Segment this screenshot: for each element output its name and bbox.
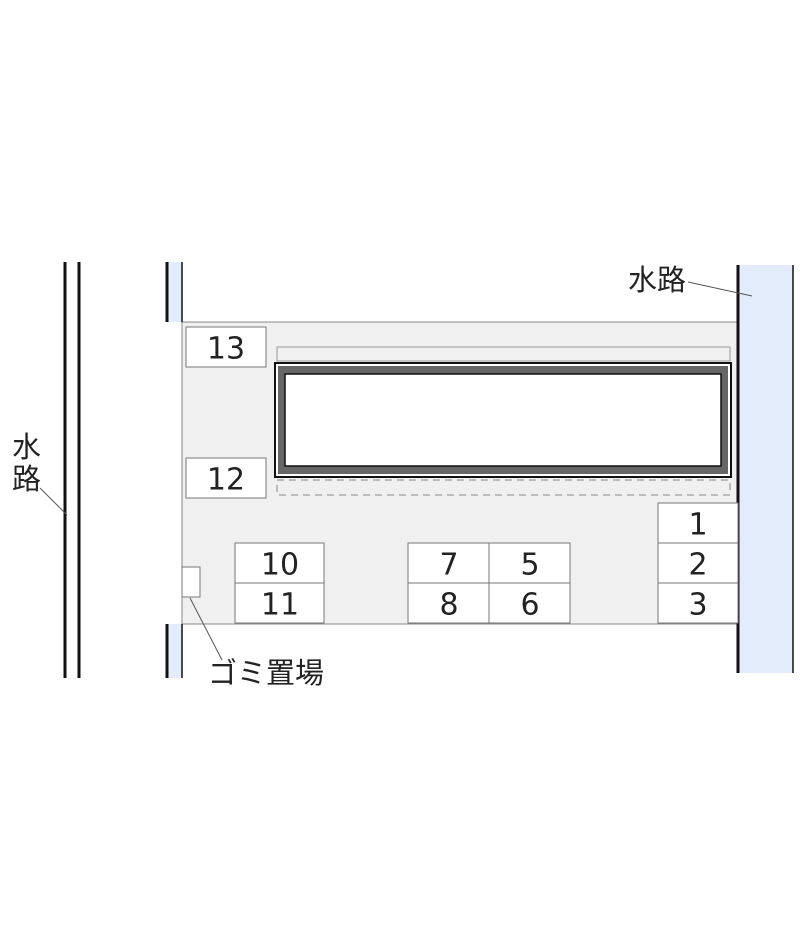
parking-space-8: 8 bbox=[407, 582, 490, 624]
parking-space-13: 13 bbox=[185, 326, 267, 368]
left-waterway-label-line2: 路 bbox=[12, 462, 41, 496]
parking-space-13-label: 13 bbox=[207, 332, 245, 367]
parking-space-12: 12 bbox=[185, 457, 267, 499]
right-waterway-leader-line bbox=[687, 281, 753, 297]
left-waterway bbox=[63, 262, 81, 678]
parking-space-8-label: 8 bbox=[439, 588, 458, 623]
garbage-area bbox=[181, 566, 201, 598]
right-waterway-label: 水路 bbox=[628, 263, 686, 297]
parking-space-7-label: 7 bbox=[439, 548, 458, 583]
right-waterway bbox=[736, 265, 794, 673]
parking-space-1-label: 1 bbox=[688, 508, 707, 543]
parking-space-6-label: 6 bbox=[520, 588, 539, 623]
parking-space-2: 2 bbox=[657, 542, 739, 584]
parking-space-12-label: 12 bbox=[207, 463, 245, 498]
parking-space-10: 10 bbox=[234, 542, 325, 584]
parking-space-5: 5 bbox=[488, 542, 571, 584]
parking-space-7: 7 bbox=[407, 542, 490, 584]
parking-space-1: 1 bbox=[657, 502, 739, 544]
left-canal-top bbox=[165, 262, 183, 322]
left-waterway-label-line1: 水 bbox=[12, 430, 41, 464]
parking-space-2-label: 2 bbox=[688, 548, 707, 583]
garbage-leader-line bbox=[189, 597, 223, 661]
garbage-area-label: ゴミ置場 bbox=[208, 656, 324, 690]
parking-space-3: 3 bbox=[657, 582, 739, 624]
parking-space-3-label: 3 bbox=[688, 588, 707, 623]
parking-space-11: 11 bbox=[234, 582, 325, 624]
parking-space-11-label: 11 bbox=[261, 588, 299, 623]
building bbox=[274, 346, 732, 496]
parking-space-5-label: 5 bbox=[520, 548, 539, 583]
parking-space-6: 6 bbox=[488, 582, 571, 624]
left-canal-bottom bbox=[165, 624, 183, 678]
left-waterway-leader-line bbox=[39, 487, 68, 516]
parking-space-10-label: 10 bbox=[261, 548, 299, 583]
